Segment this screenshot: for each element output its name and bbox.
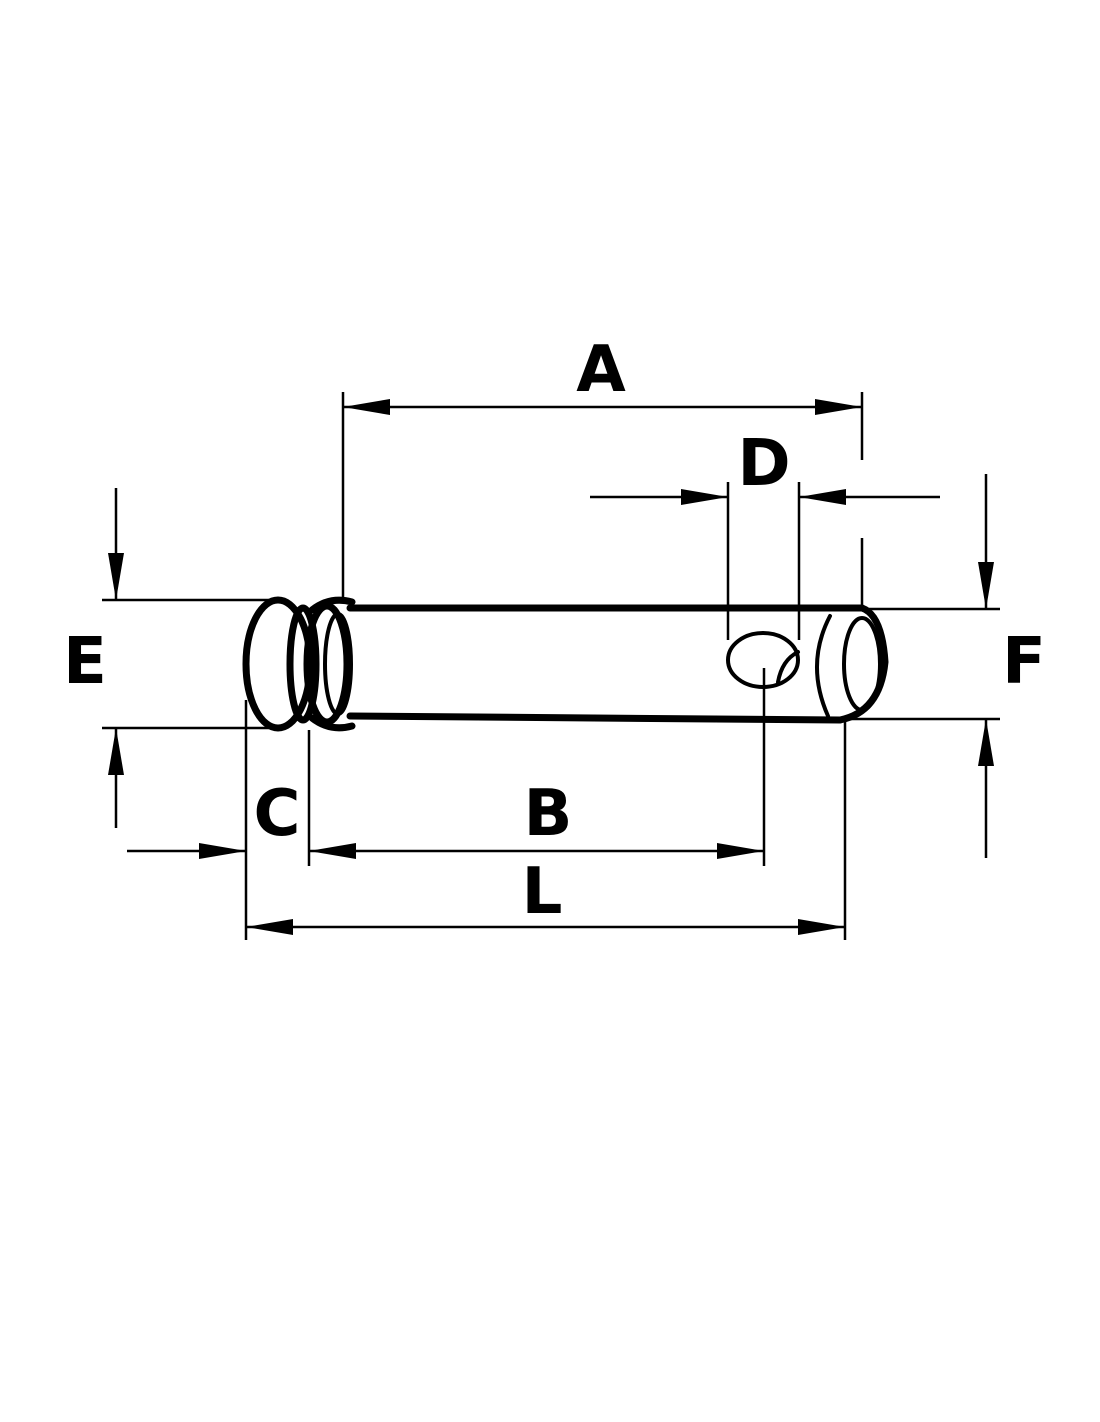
dimension-d: D (590, 427, 940, 505)
dim-e-arrow-top (108, 553, 124, 600)
dim-d-label: D (737, 427, 790, 501)
pin-shaft-bottom-edge (346, 712, 844, 724)
dim-e-arrow-bottom (108, 728, 124, 775)
dim-l-arrow-right (798, 919, 845, 935)
dim-f-label: F (1002, 625, 1046, 699)
cross-hole-inner (776, 650, 800, 684)
dim-c-label: C (254, 777, 301, 851)
pin-head-inner-rim (286, 604, 320, 724)
dim-f-arrow-top (978, 562, 994, 609)
dimension-l: L (246, 855, 845, 935)
dim-l-arrow-left (246, 919, 293, 935)
pin-collar-inner-rim (323, 612, 353, 716)
pin-collar-rim (303, 602, 351, 726)
dim-d-arrow-right (799, 489, 846, 505)
dimension-c: C (127, 777, 300, 859)
dim-a-label: A (576, 333, 626, 407)
pin-tip-chamfer (836, 604, 889, 724)
pin-tip-face (842, 616, 882, 712)
dim-d-arrow-left (681, 489, 728, 505)
dim-f-arrow-bottom (978, 719, 994, 766)
dim-a-arrow-right (815, 399, 862, 415)
dimension-a: A (343, 333, 862, 415)
extension-lines (102, 392, 1000, 940)
pin-collar (308, 596, 356, 732)
pin-body (242, 596, 889, 732)
dimension-e: E (63, 488, 124, 828)
dim-b-arrow-left (309, 843, 356, 859)
pin-head-outer-rim (242, 596, 314, 732)
dimension-f: F (978, 474, 1046, 858)
dim-e-label: E (63, 625, 107, 699)
dim-c-arrow (199, 843, 246, 859)
dim-b-arrow-right (717, 843, 764, 859)
dim-a-arrow-left (343, 399, 390, 415)
pin-tip-edge (815, 614, 832, 718)
dim-b-label: B (524, 777, 573, 851)
dimension-b: B (309, 777, 764, 859)
dim-l-label: L (522, 855, 563, 929)
